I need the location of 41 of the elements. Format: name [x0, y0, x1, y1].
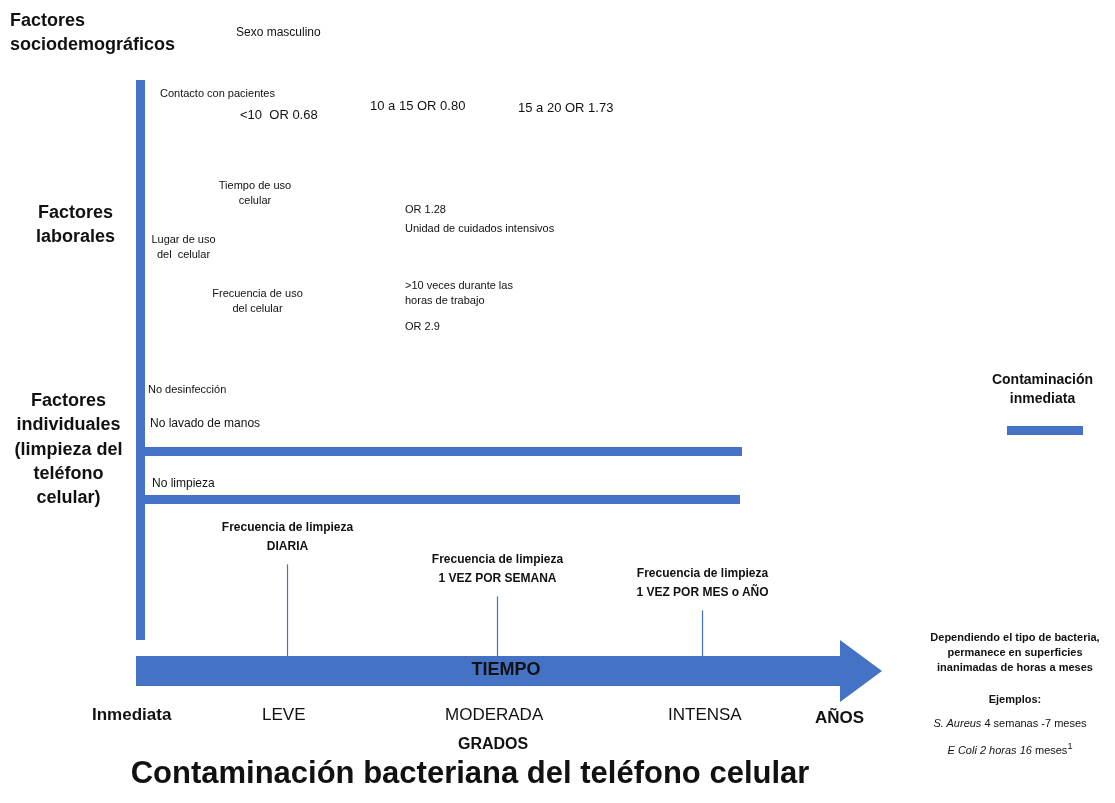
factor-label: Contacto con pacientes [160, 86, 276, 101]
axis-label: Inmediata [92, 704, 173, 726]
legend-label: Contaminación inmediata [990, 370, 1095, 408]
leader-line [286, 563, 289, 657]
frequency-label: Frecuencia de limpieza [430, 551, 565, 568]
odds-ratio-label: OR 2.9 [405, 319, 441, 334]
time-arrow [136, 640, 882, 702]
note-text: Dependiendo el tipo de bacteria, permanece en superficies inanimadas de horas a meses [929, 630, 1101, 675]
frequency-label: DIARIA [265, 538, 310, 556]
factor-label: No desinfección [148, 382, 228, 397]
frequency-label: Frecuencia de limpieza [220, 519, 355, 536]
arrow-label: TIEMPO [470, 659, 542, 680]
factor-label: No lavado de manos [150, 415, 262, 432]
factor-label: No limpieza [152, 475, 216, 492]
axis-title: Factores laborales [34, 201, 116, 249]
factor-label: Lugar de uso del celular [150, 232, 217, 262]
leader-line [496, 595, 499, 657]
degree-label: MODERADA [445, 704, 545, 726]
degree-label: INTENSA [668, 704, 743, 726]
factor-label: Sexo masculino [236, 24, 322, 41]
frequency-label: Frecuencia de limpieza [635, 565, 770, 582]
factor-label: Frecuencia de uso del celular [211, 286, 304, 316]
frequency-label: 1 VEZ POR MES o AÑO [635, 583, 770, 602]
axis-label: AÑOS [815, 707, 866, 729]
example-text: S. Aureus 4 semanas -7 meses [932, 716, 1088, 731]
odds-ratio-label: 15 a 20 OR 1.73 [518, 99, 615, 117]
odds-ratio-label: 10 a 15 OR 0.80 [370, 97, 467, 115]
title: Contaminación bacteriana del teléfono celular [129, 754, 811, 792]
odds-ratio-label: <10 OR 0.68 [240, 106, 319, 124]
axis-title: Factores sociodemográficos [10, 9, 177, 57]
factor-label: Tiempo de uso celular [217, 178, 293, 208]
frequency-label: 1 VEZ POR SEMANA [437, 570, 558, 588]
note-text: Ejemplos: [987, 692, 1043, 707]
axis-title: Factores individuales (limpieza del teléfono celular) [13, 389, 124, 510]
degree-label: LEVE [262, 704, 307, 726]
factor-label: Unidad de cuidados intensivos [405, 221, 556, 236]
factor-label: >10 veces durante las horas de trabajo [405, 278, 514, 308]
example-text: E Coli 2 horas 16 meses$^{1}$ [946, 740, 1074, 758]
leader-line [701, 609, 704, 657]
odds-ratio-label: OR 1.28 [405, 202, 447, 217]
axis-title: GRADOS [458, 734, 530, 754]
